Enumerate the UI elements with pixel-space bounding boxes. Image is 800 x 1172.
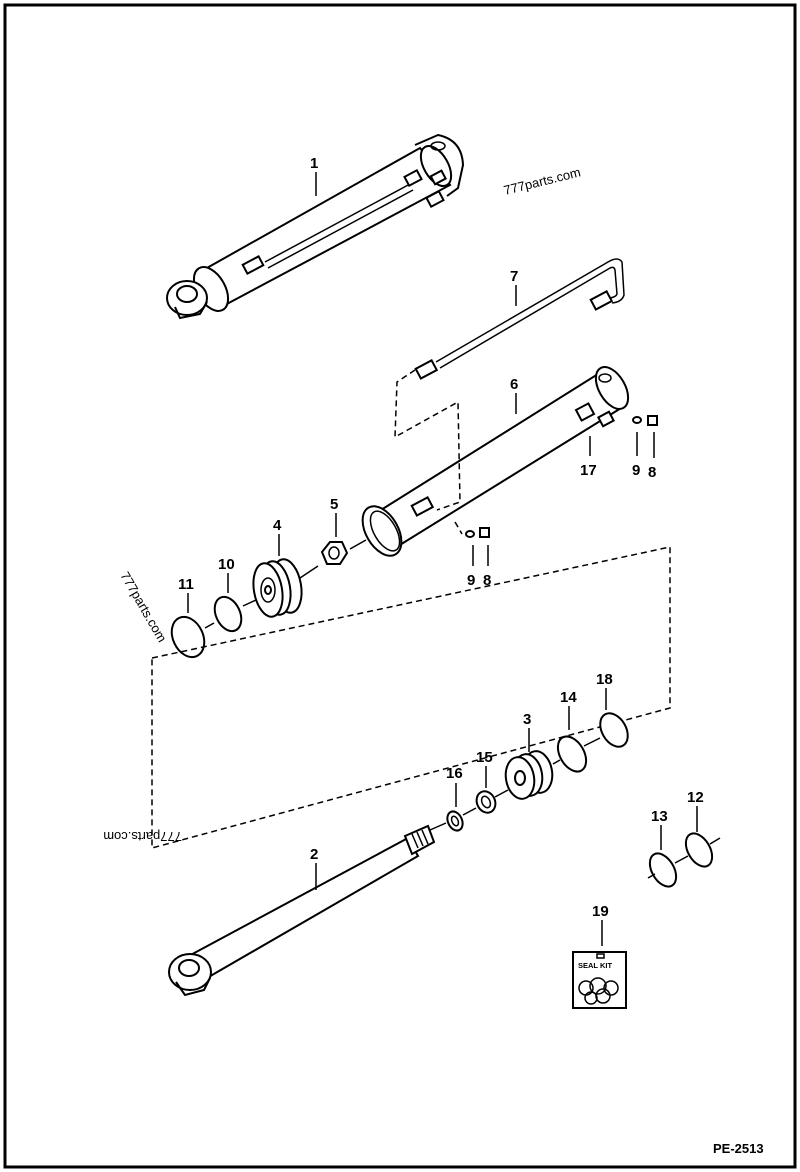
callout-15: 15 — [476, 749, 493, 766]
part-10-ring — [213, 595, 243, 633]
callout-1: 1 — [310, 155, 318, 172]
part-16-wiper — [446, 810, 464, 832]
page-code: PE-2513 — [713, 1141, 764, 1156]
upper-centerline — [204, 539, 367, 629]
callout-2: 2 — [310, 846, 318, 863]
callout-12: 12 — [687, 789, 704, 806]
callout-7: 7 — [510, 268, 518, 285]
callout-9-lower: 9 — [467, 572, 475, 589]
callout-9-upper: 9 — [632, 462, 640, 479]
callout-18: 18 — [596, 671, 613, 688]
callout-5: 5 — [330, 496, 338, 513]
part-9-o-ring-upper — [632, 416, 642, 424]
callout-10: 10 — [218, 556, 235, 573]
seal-kit-label: SEAL KIT — [578, 961, 612, 970]
part-6-barrel — [361, 366, 630, 557]
part-2-rod — [168, 824, 436, 997]
part-12-ring — [684, 832, 714, 868]
part-5-nut — [320, 541, 349, 565]
callout-19: 19 — [592, 903, 609, 920]
callout-4: 4 — [273, 517, 282, 534]
part-7-hydraulic-tube — [414, 258, 625, 380]
part-11-ring — [170, 615, 206, 659]
part-19-seal-kit: SEAL KIT — [572, 951, 627, 1009]
callout-8-lower: 8 — [483, 572, 491, 589]
callout-8-upper: 8 — [648, 464, 656, 481]
part-9-o-ring-lower — [465, 530, 475, 538]
tube-route-line — [394, 369, 461, 511]
part-13-ring — [648, 852, 678, 888]
leader-lines — [187, 172, 698, 946]
part-15-seal — [475, 790, 497, 814]
callout-16: 16 — [446, 765, 463, 782]
watermark-bottom: 777parts.com — [103, 829, 182, 844]
part-18-ring — [599, 712, 629, 748]
callout-6: 6 — [510, 376, 518, 393]
part-1-cylinder-assembly — [166, 133, 465, 320]
watermark-left: 777parts.com — [117, 569, 169, 645]
part-4-piston — [252, 558, 303, 618]
part-3-rod-guide — [504, 750, 554, 800]
callout-11: 11 — [178, 576, 194, 593]
port-route-line — [454, 521, 463, 535]
callout-13: 13 — [651, 808, 668, 825]
callout-17: 17 — [580, 462, 597, 479]
watermark-top: 777parts.com — [502, 164, 582, 198]
part-14-ring — [556, 735, 588, 773]
part-8-plug-upper — [647, 415, 658, 426]
callout-3: 3 — [523, 711, 531, 728]
diagram-border — [3, 3, 797, 1169]
lower-centerline — [429, 737, 601, 831]
ring-centerline — [647, 837, 721, 879]
callout-14: 14 — [560, 689, 577, 706]
assembly-group-outline — [151, 546, 671, 849]
part-8-plug-lower — [479, 527, 490, 538]
